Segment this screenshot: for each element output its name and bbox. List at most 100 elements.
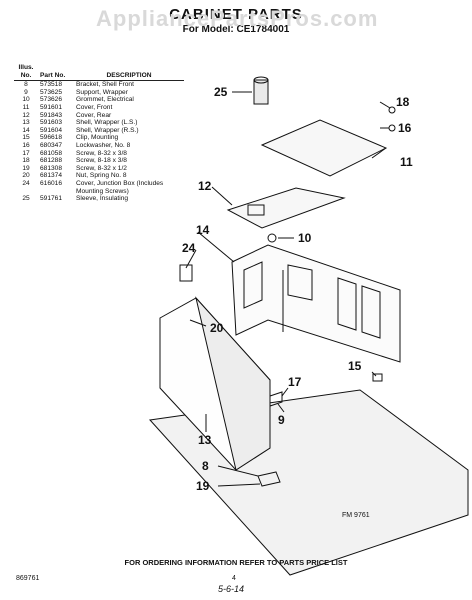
col-illus-header: Illus. No. [14, 64, 40, 82]
junction-box-cover [179, 264, 193, 282]
desc-cell: Sleeve, Insulating [76, 195, 129, 203]
illus-cell: 19 [22, 164, 30, 172]
desc-cell: Shell, Wrapper (R.S.) [76, 126, 139, 134]
desc-cell: Cover, Junction Box (Includes Mounting S… [76, 179, 164, 195]
part-cell: 596618 [40, 134, 63, 142]
illus-cell: 17 [22, 149, 30, 157]
part-cell: 681308 [40, 164, 63, 172]
table-row: 25 591761 Sleeve, Insulating [14, 195, 184, 203]
handwritten-note: 5-6-14 [218, 584, 245, 594]
callout-18: 18 [396, 95, 410, 109]
table-row: 9 573625 Support, Wrapper [14, 89, 184, 97]
illus-cell: 9 [24, 88, 28, 96]
wrapper-shell-right [231, 244, 401, 363]
lockwasher-16 [388, 124, 396, 132]
back-vent-right-a [337, 277, 357, 331]
part-cell: 591601 [40, 103, 63, 111]
part-cell: 681288 [40, 157, 63, 165]
desc-cell: Grommet, Electrical [76, 96, 134, 104]
shell-front-bracket [257, 471, 281, 487]
front-cover [260, 119, 388, 177]
callout-10: 10 [298, 231, 312, 245]
callout-15: 15 [348, 359, 362, 373]
table-row: 24 616016 Cover, Junction Box (Includes Mo… [14, 180, 184, 195]
illus-cell: 10 [22, 96, 30, 104]
desc-cell: Lockwasher, No. 8 [76, 141, 131, 149]
illus-cell: 18 [22, 157, 30, 165]
desc-cell: Clip, Mounting [76, 134, 119, 142]
desc-cell: Nut, Spring No. 8 [76, 172, 127, 180]
illus-cell: 13 [22, 119, 30, 127]
illus-cell: 11 [22, 103, 30, 111]
callout-16: 16 [398, 121, 412, 135]
wrapper-support [269, 391, 283, 407]
table-row: 19 681308 Screw, 8-32 x 1/2 [14, 165, 184, 173]
mounting-clip [372, 373, 383, 382]
part-cell: 681374 [40, 172, 63, 180]
wrapper-shell-left-face [195, 296, 271, 471]
desc-cell: Screw, 8-32 x 1/2 [76, 164, 127, 172]
part-cell: 573518 [40, 81, 63, 89]
back-vent-center [287, 264, 313, 301]
desc-cell: Support, Wrapper [76, 88, 128, 96]
table-row: 18 681288 Screw, 8-18 x 3/8 [14, 157, 184, 165]
callout-13: 13 [198, 433, 212, 447]
callout-20: 20 [210, 321, 224, 335]
illus-cell: 15 [22, 134, 30, 142]
desc-cell: Shell, Wrapper (L.S.) [76, 119, 138, 127]
back-vent-right-b [361, 285, 381, 339]
illus-cell: 25 [22, 195, 30, 203]
illus-cell: 20 [22, 172, 30, 180]
callout-11: 11 [400, 155, 413, 169]
callout-25: 25 [214, 85, 228, 99]
part-cell: 681058 [40, 149, 63, 157]
part-cell: 573626 [40, 96, 63, 104]
desc-cell: Cover, Rear [76, 111, 112, 119]
rear-cover [226, 187, 346, 229]
part-cell: 591604 [40, 126, 63, 134]
parts-table-header: Illus. No. Part No. DESCRIPTION [14, 64, 184, 82]
col-desc-header: DESCRIPTION [76, 64, 184, 82]
callout-8: 8 [202, 459, 209, 473]
illus-cell: 12 [22, 111, 30, 119]
table-row: 15 596618 Clip, Mounting [14, 134, 184, 142]
callout-14: 14 [196, 223, 210, 237]
page-title: CABINET PARTS [169, 6, 303, 23]
part-cell: 616016 [40, 179, 63, 187]
illus-cell: 16 [22, 141, 30, 149]
table-row: 16 680347 Lockwasher, No. 8 [14, 142, 184, 150]
col-part-header: Part No. [40, 64, 76, 82]
part-cell: 680347 [40, 141, 63, 149]
figure-reference: FM 9761 [342, 512, 370, 519]
callout-labels: 25 18 16 11 12 10 14 24 20 15 17 9 13 8 … [182, 85, 413, 493]
desc-cell: Cover, Front [76, 103, 113, 111]
table-row: 14 591604 Shell, Wrapper (R.S.) [14, 127, 184, 135]
part-cell: 591603 [40, 119, 63, 127]
grommet-10 [267, 233, 277, 243]
callout-9: 9 [278, 413, 285, 427]
illus-cell: 24 [22, 179, 30, 187]
ordering-note: FOR ORDERING INFORMATION REFER TO PARTS … [124, 558, 348, 567]
desc-cell: Screw, 8-18 x 3/8 [76, 157, 127, 165]
table-row: 13 591603 Shell, Wrapper (L.S.) [14, 119, 184, 127]
screw-18 [388, 106, 396, 114]
rear-cover-opening [247, 204, 265, 216]
illus-cell: 8 [24, 81, 28, 89]
model-subtitle: For Model: CE1784001 [182, 24, 290, 35]
illus-cell: 14 [22, 126, 30, 134]
callout-24: 24 [182, 241, 196, 255]
callout-17: 17 [288, 375, 302, 389]
part-cell: 591843 [40, 111, 63, 119]
table-row: 12 591843 Cover, Rear [14, 112, 184, 120]
table-row: 17 681058 Screw, 8-32 x 3/8 [14, 150, 184, 158]
page-number: 4 [232, 575, 236, 582]
table-row: 11 591601 Cover, Front [14, 104, 184, 112]
desc-cell: Screw, 8-32 x 3/8 [76, 149, 127, 157]
part-cell: 573625 [40, 88, 63, 96]
part-cell: 591761 [40, 195, 63, 203]
table-row: 10 573626 Grommet, Electrical [14, 96, 184, 104]
insulating-sleeve [253, 79, 269, 105]
